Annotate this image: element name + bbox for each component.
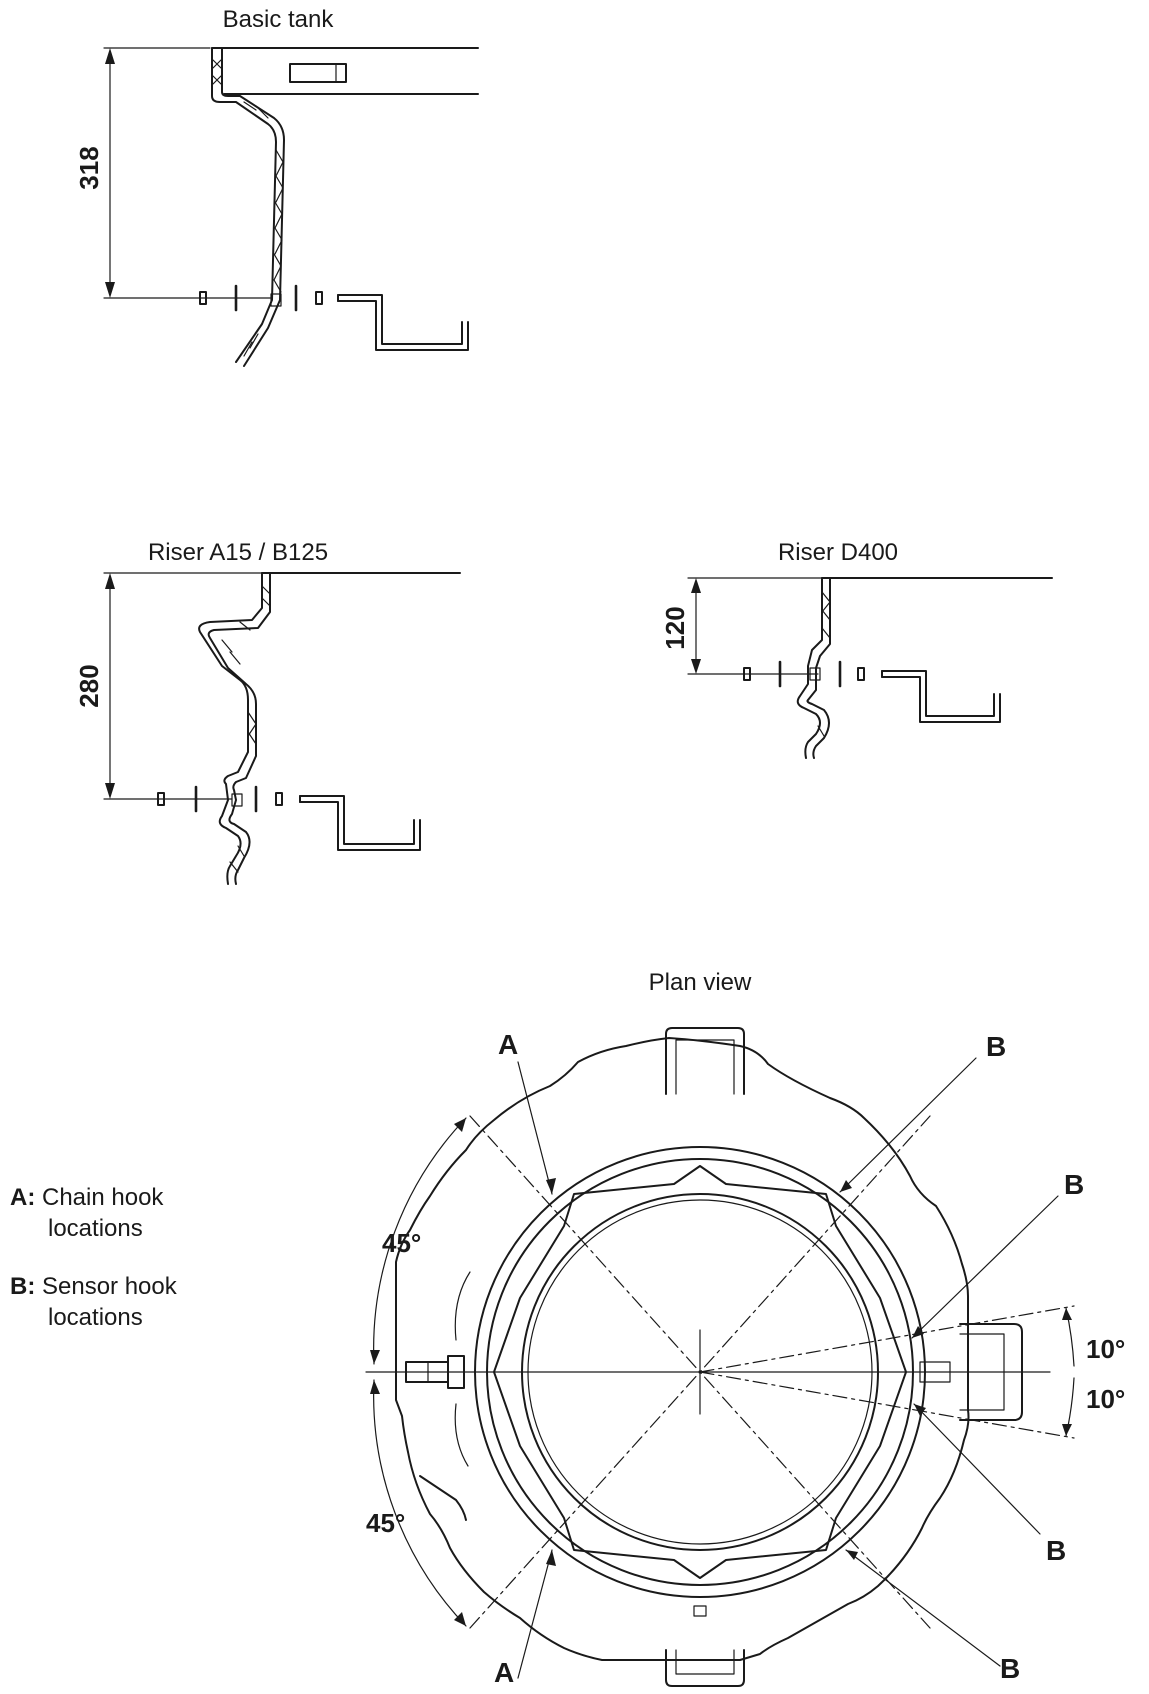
legend-a-key: A:	[10, 1184, 35, 1211]
plan-view-label-b-upper-right: B	[1064, 1169, 1084, 1200]
plan-view-top-lug	[665, 1027, 745, 1095]
riser-a15-b125-dimension: 280	[74, 572, 263, 800]
plan-view-bottom-lug	[665, 1605, 745, 1687]
plan-view-construction-lines	[365, 1057, 1075, 1679]
riser-a15-b125-section: Riser A15 / B125 280	[74, 539, 461, 885]
riser-d400-wall-profile	[796, 577, 831, 759]
basic-tank-section: Basic tank 318	[74, 6, 479, 367]
legend-a-line1: Chain hook	[42, 1184, 164, 1211]
basic-tank-dimension: 318	[74, 47, 271, 299]
plan-view-angle-arcs-right	[1062, 1307, 1075, 1437]
riser-d400-dimension-label: 120	[660, 606, 690, 649]
basic-tank-wall-profile	[211, 47, 285, 367]
plan-view-outer-body	[395, 1037, 970, 1661]
riser-d400-section: Riser D400 120	[660, 539, 1053, 759]
riser-d400-dimension: 120	[660, 577, 823, 675]
riser-a15-b125-title: Riser A15 / B125	[148, 539, 328, 566]
plan-view-label-a-top: A	[498, 1029, 518, 1060]
plan-view-angle-arcs-left	[370, 1117, 467, 1627]
riser-a15-b125-wall-profile	[198, 572, 271, 885]
plan-view-label-b-bottom: B	[1000, 1653, 1020, 1684]
basic-tank-dimension-label: 318	[74, 146, 104, 189]
plan-view-angle-upper-left: 45°	[382, 1228, 421, 1258]
legend-b-key: B:	[10, 1273, 35, 1300]
plan-view-label-b-top: B	[986, 1031, 1006, 1062]
riser-a15-b125-hooks	[157, 785, 421, 851]
plan-view-label-a-bottom: A	[494, 1657, 514, 1688]
plan-view-angle-upper-right: 10°	[1086, 1334, 1125, 1364]
riser-d400-title: Riser D400	[778, 539, 898, 566]
legend: A: Chain hook locations B: Sensor hook l…	[10, 1184, 178, 1331]
plan-view-section: Plan view	[365, 969, 1125, 1688]
basic-tank-hooks	[199, 284, 469, 351]
plan-view-inner-flange	[493, 1165, 907, 1579]
basic-tank-title: Basic tank	[223, 6, 335, 33]
plan-view-angle-lower-right: 10°	[1086, 1384, 1125, 1414]
basic-tank-top-slab	[211, 47, 479, 95]
legend-b-line2: locations	[48, 1304, 143, 1331]
plan-view-angle-lower-left: 45°	[366, 1508, 405, 1538]
legend-a-line2: locations	[48, 1215, 143, 1242]
plan-view-label-b-lower-right: B	[1046, 1535, 1066, 1566]
riser-d400-hooks	[743, 660, 1001, 723]
plan-view-title: Plan view	[649, 969, 752, 996]
riser-a15-b125-dimension-label: 280	[74, 664, 104, 707]
legend-b-line1: Sensor hook	[42, 1273, 178, 1300]
